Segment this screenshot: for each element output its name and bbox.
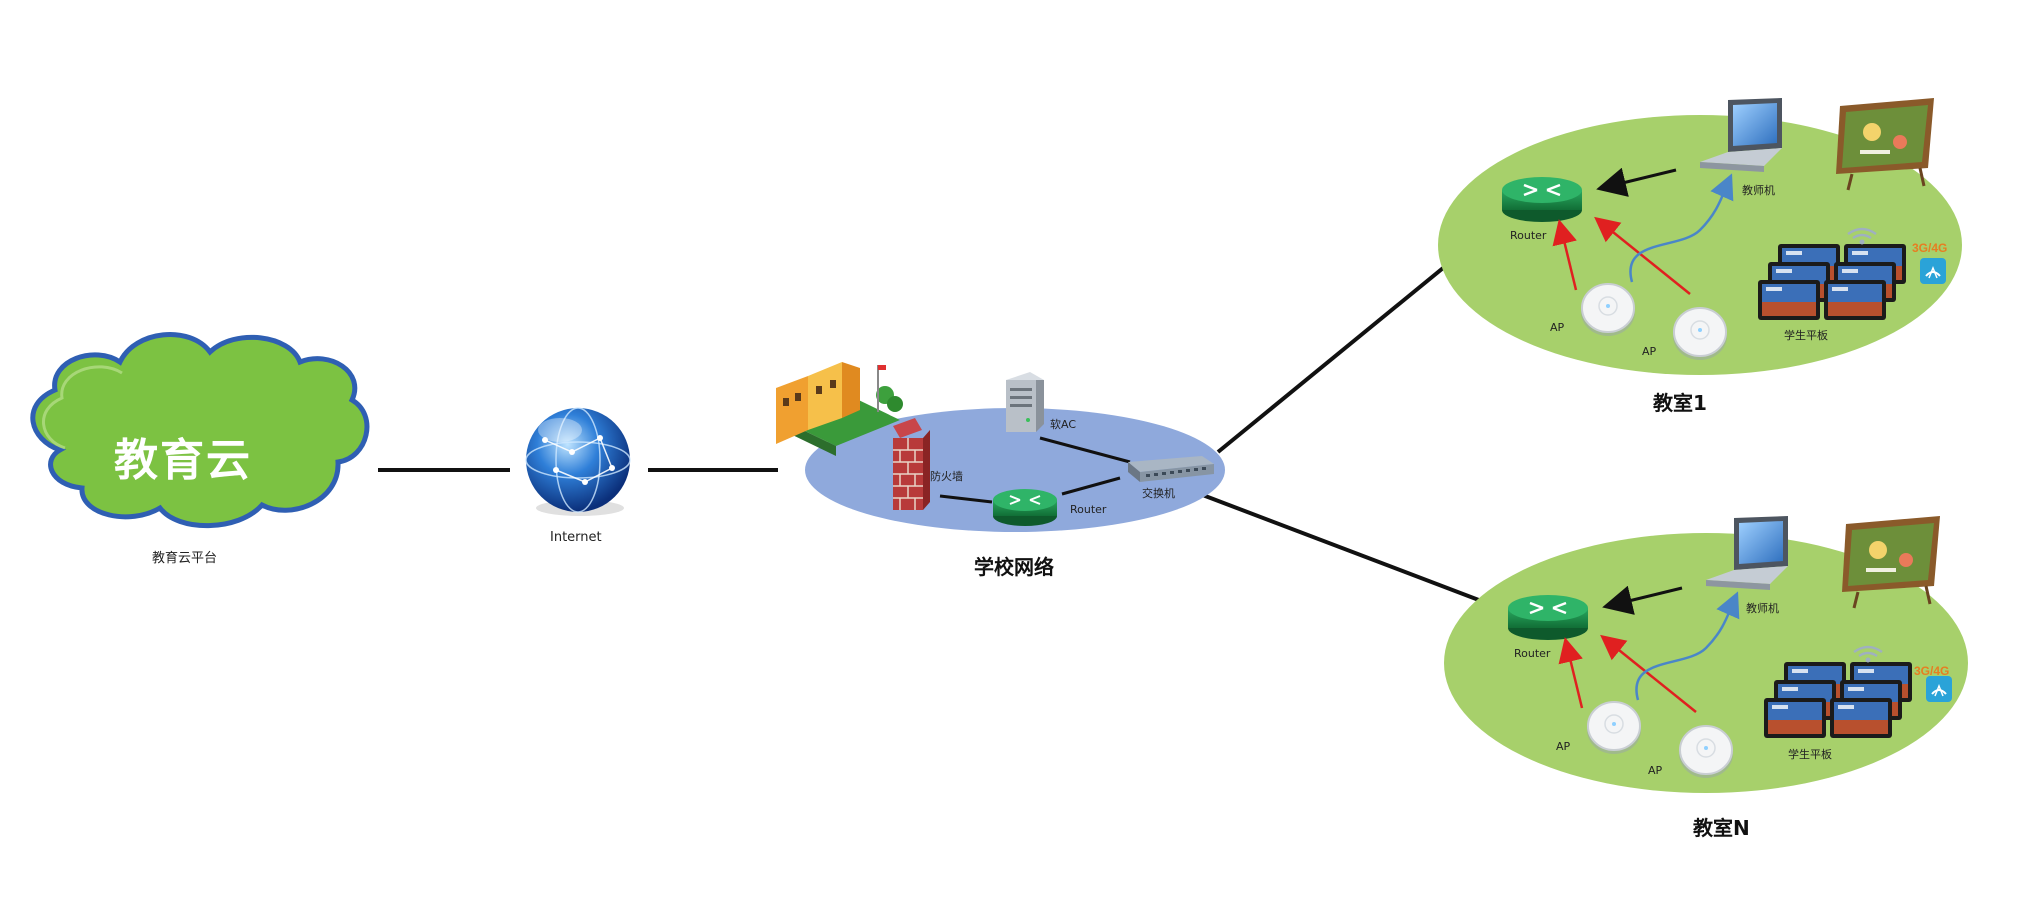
school-router-label: Router bbox=[1070, 503, 1107, 516]
classroomN-router-icon bbox=[1508, 595, 1588, 640]
classroom1-arrow-ap2-router bbox=[1594, 216, 1691, 295]
internet-globe-icon bbox=[525, 407, 631, 516]
classroomN-group bbox=[1444, 516, 1968, 793]
classroom1-arrow-ap1-router bbox=[1552, 219, 1578, 291]
classroomN-arrow-ap-teacher bbox=[1635, 591, 1740, 701]
classroom1-signal-icon bbox=[1920, 258, 1946, 284]
classroomN-signal-icon bbox=[1926, 676, 1952, 702]
classroom1-ap1-icon bbox=[1581, 283, 1635, 336]
link-ac-switch bbox=[1039, 436, 1131, 464]
classroomN-teacher-label: 教师机 bbox=[1746, 602, 1779, 615]
classroom1-network-label: 3G/4G bbox=[1912, 241, 1948, 255]
classroom1-tablets-icon bbox=[1758, 244, 1906, 320]
classroom1-group bbox=[1438, 98, 1962, 375]
school-network-title: 学校网络 bbox=[974, 555, 1054, 579]
school-router-icon bbox=[993, 489, 1057, 526]
classroom1-teacher-label: 教师机 bbox=[1742, 184, 1775, 197]
classroom1-router-label: Router bbox=[1510, 229, 1547, 242]
switch-icon bbox=[1128, 456, 1214, 482]
classroomN-arrow-ap1-router bbox=[1558, 637, 1584, 709]
classroom1-ap1-label: AP bbox=[1550, 321, 1565, 334]
classroomN-network-label: 3G/4G bbox=[1914, 664, 1950, 678]
switch-label: 交换机 bbox=[1142, 487, 1175, 500]
classroom1-router-icon bbox=[1502, 177, 1582, 222]
classroom1-ap2-icon bbox=[1673, 307, 1727, 360]
classroom1-arrow-teacher-router bbox=[1596, 167, 1677, 197]
school-building-icon bbox=[776, 362, 903, 456]
classroomN-ap2-label: AP bbox=[1648, 764, 1663, 777]
classroomN-arrow-ap2-router bbox=[1600, 634, 1697, 713]
soft-ac-server-icon bbox=[1006, 372, 1044, 432]
classroom1-tablets-label: 学生平板 bbox=[1784, 329, 1828, 342]
link-router-switch bbox=[1061, 476, 1121, 496]
classroomN-ap2-icon bbox=[1679, 725, 1733, 778]
classroomN-ap1-label: AP bbox=[1556, 740, 1571, 753]
classroom1-wifi-icon bbox=[1847, 227, 1877, 245]
classroomN-title: 教室N bbox=[1693, 816, 1750, 840]
classroomN-ap1-icon bbox=[1587, 701, 1641, 754]
classroomN-router-label: Router bbox=[1514, 647, 1551, 660]
classroomN-tablets-icon bbox=[1764, 662, 1912, 738]
cloud-shape bbox=[30, 332, 370, 529]
classroomN-laptop-icon bbox=[1706, 516, 1788, 590]
link-school-classroomN bbox=[1199, 492, 1485, 604]
soft-ac-label: 软AC bbox=[1050, 418, 1077, 431]
classroom1-title: 教室1 bbox=[1653, 391, 1707, 415]
internet-label: Internet bbox=[550, 530, 602, 545]
classroomN-wifi-icon bbox=[1853, 645, 1883, 663]
classroom1-blackboard-icon bbox=[1836, 98, 1934, 191]
firewall-icon bbox=[893, 418, 930, 510]
classroom1-arrow-ap-teacher bbox=[1629, 173, 1734, 283]
link-firewall-router bbox=[939, 494, 993, 504]
cloud-title: 教育云 bbox=[114, 435, 252, 486]
classroom1-ap2-label: AP bbox=[1642, 345, 1657, 358]
classroomN-arrow-teacher-router bbox=[1602, 585, 1683, 615]
classroomN-tablets-label: 学生平板 bbox=[1788, 748, 1832, 761]
firewall-label: 防火墙 bbox=[930, 470, 963, 483]
cloud-caption: 教育云平台 bbox=[152, 551, 218, 566]
classroomN-blackboard-icon bbox=[1842, 516, 1940, 609]
classroom1-laptop-icon bbox=[1700, 98, 1782, 172]
